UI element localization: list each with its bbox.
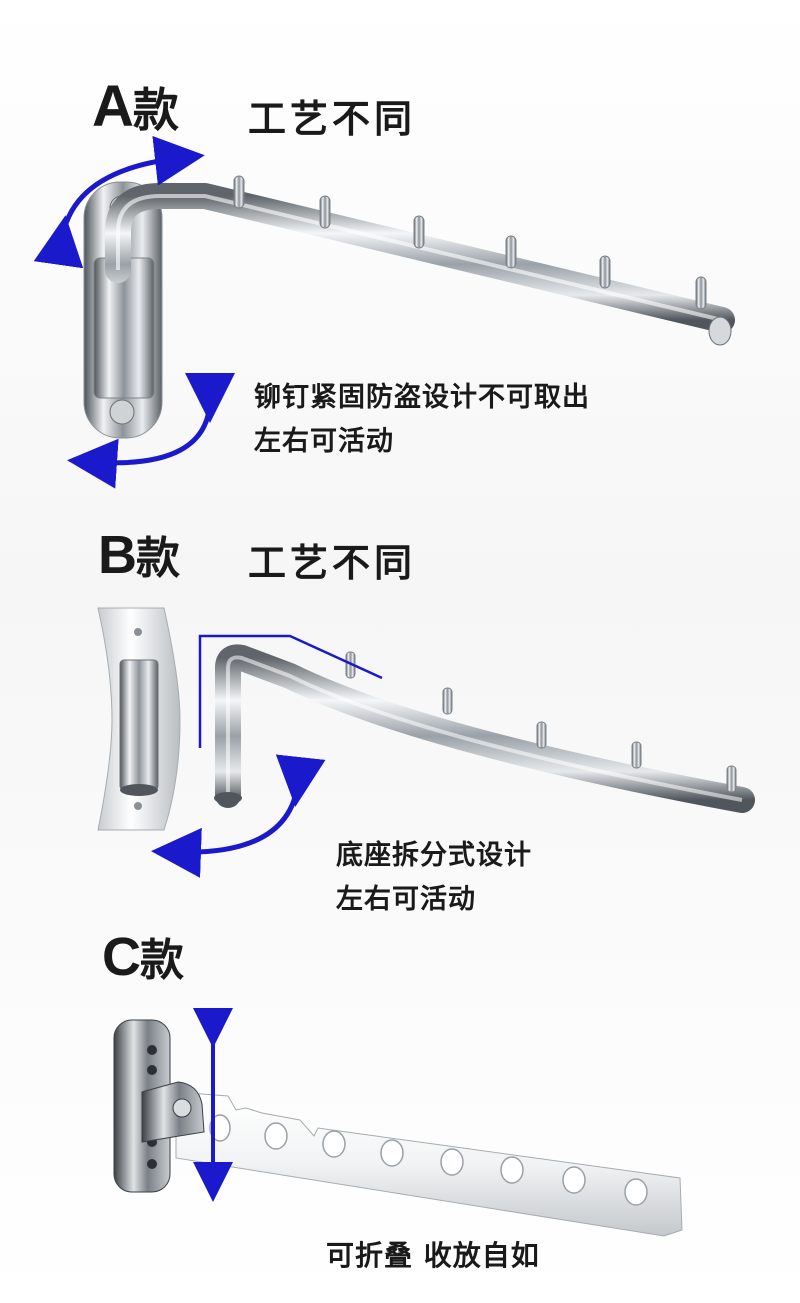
section-b-description: 底座拆分式设计 左右可活动 xyxy=(336,834,532,922)
hook-b-illustration xyxy=(97,607,755,878)
hook-b-socket xyxy=(119,659,159,791)
section-b-subtitle: 工艺不同 xyxy=(248,541,417,585)
section-b: B款 工艺不同 xyxy=(0,500,800,920)
section-a-description: 铆钉紧固防盗设计不可取出 左右可活动 xyxy=(254,376,590,464)
section-c: C款 xyxy=(0,920,800,1303)
hook-a-rivet-bottom xyxy=(109,399,135,425)
hook-c-bar xyxy=(175,1091,683,1237)
hook-a-pegs xyxy=(233,175,707,310)
rotate-arrow-icon xyxy=(33,135,205,269)
hook-b-outline-guide xyxy=(198,634,383,748)
section-c-title: C款 xyxy=(102,924,184,988)
section-a-kuan: 款 xyxy=(132,83,179,137)
hook-c-illustration xyxy=(113,1008,683,1237)
section-b-title: B款 xyxy=(98,522,180,586)
section-a-desc-line-1: 铆钉紧固防盗设计不可取出 xyxy=(254,382,590,413)
section-a: A款 工艺不同 xyxy=(0,0,800,500)
hook-c-hinge xyxy=(141,1081,205,1143)
hook-b-pegs xyxy=(345,651,737,793)
section-c-kuan: 款 xyxy=(140,935,184,986)
section-b-desc-line-1: 底座拆分式设计 xyxy=(336,840,532,871)
section-c-letter: C xyxy=(102,927,141,987)
hook-b-arm xyxy=(215,644,755,813)
section-b-desc-line-2: 左右可活动 xyxy=(336,884,476,915)
section-a-title: A款 xyxy=(92,72,179,140)
section-b-kuan: 款 xyxy=(136,533,180,584)
hook-a-arm-end xyxy=(708,316,732,346)
section-a-subtitle: 工艺不同 xyxy=(248,97,417,141)
section-a-desc-line-2: 左右可活动 xyxy=(254,426,394,457)
section-a-letter: A xyxy=(92,74,134,139)
section-b-letter: B xyxy=(98,525,137,585)
rotate-arrow-icon xyxy=(67,372,236,489)
rotate-arrow-icon xyxy=(151,754,326,878)
hook-a-illustration xyxy=(33,135,735,489)
section-c-desc-line-1: 可折叠 收放自如 xyxy=(326,1239,540,1272)
section-c-description: 可折叠 收放自如 xyxy=(326,1234,540,1278)
hook-a-arm xyxy=(105,183,735,333)
